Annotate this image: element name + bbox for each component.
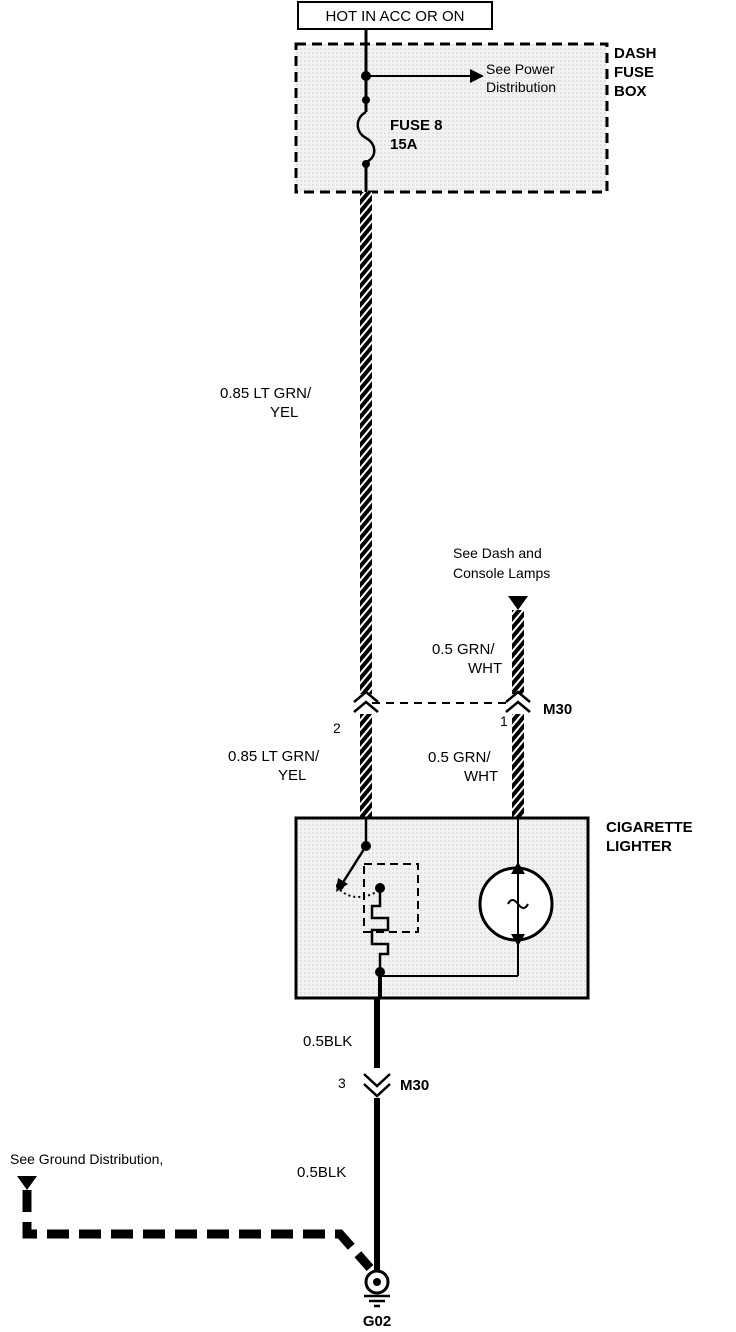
cigarette-lighter: CIGARETTE LIGHTER (294, 816, 693, 1000)
fuse-box-title-1: DASH (614, 45, 657, 62)
pin-2-label: 2 (333, 720, 341, 736)
arrow-down-icon (508, 596, 528, 610)
power-ref-1: See Power (486, 61, 555, 77)
wire-right-label-1: 0.5 GRN/ (428, 749, 491, 766)
connector-m30-lower-name: M30 (400, 1077, 429, 1094)
hot-label: HOT IN ACC OR ON (326, 8, 465, 25)
wire-main-label-2: YEL (270, 404, 298, 421)
arrow-down-icon-ground (17, 1176, 37, 1190)
wire-main-label-1: 0.85 LT GRN/ (220, 385, 312, 402)
dash-wire-label-1: 0.5 GRN/ (432, 641, 495, 658)
connector-m30-name: M30 (543, 701, 572, 718)
wires-lower-top: 0.85 LT GRN/ YEL 0.5 GRN/ WHT (228, 714, 524, 818)
wire-left-label-1: 0.85 LT GRN/ (228, 748, 320, 765)
ground-g02: G02 (363, 1269, 391, 1330)
ground-wire-upper-label: 0.5BLK (303, 1033, 352, 1050)
lamp-icon (478, 866, 554, 942)
wire-right-label-2: WHT (464, 768, 498, 785)
wire-blk: 0.5BLK 3 M30 0.5BLK (297, 998, 429, 1272)
dash-lamps-ref-1: See Dash and (453, 545, 542, 561)
wire-lt-grn-yel: 0.85 LT GRN/ YEL (220, 192, 372, 694)
fuse-box-title-3: BOX (614, 83, 647, 100)
ground-ref-text: See Ground Distribution, (10, 1151, 163, 1167)
fuse-label: FUSE 8 (390, 117, 443, 134)
lighter-title-2: LIGHTER (606, 838, 672, 855)
connector-pin-3: 3 (338, 1075, 346, 1091)
dash-lamps-ref: See Dash and Console Lamps 0.5 GRN/ WHT (432, 545, 550, 694)
ground-wire-lower-label: 0.5BLK (297, 1164, 346, 1181)
dash-wire-label-2: WHT (468, 660, 502, 677)
fuse-box-title-2: FUSE (614, 64, 654, 81)
power-ref-2: Distribution (486, 79, 556, 95)
hot-label-box: HOT IN ACC OR ON (297, 1, 493, 30)
connector-m30-top: 2 1 M30 (333, 690, 572, 736)
wire-grn-wht-upper (512, 610, 524, 694)
ground-name: G02 (363, 1313, 391, 1330)
fuse-8: FUSE 8 15A (356, 30, 443, 192)
power-distribution-ref: See Power Distribution (366, 61, 556, 95)
ground-distribution-ref: See Ground Distribution, (10, 1151, 374, 1271)
fuse-rating: 15A (390, 136, 418, 153)
arrow-right-icon (470, 69, 484, 83)
lighter-title-1: CIGARETTE (606, 819, 693, 836)
pin-1-label: 1 (500, 713, 508, 729)
dash-lamps-ref-2: Console Lamps (453, 565, 550, 581)
wire-left-label-2: YEL (278, 767, 306, 784)
dash-fuse-box: DASH FUSE BOX (294, 42, 657, 194)
